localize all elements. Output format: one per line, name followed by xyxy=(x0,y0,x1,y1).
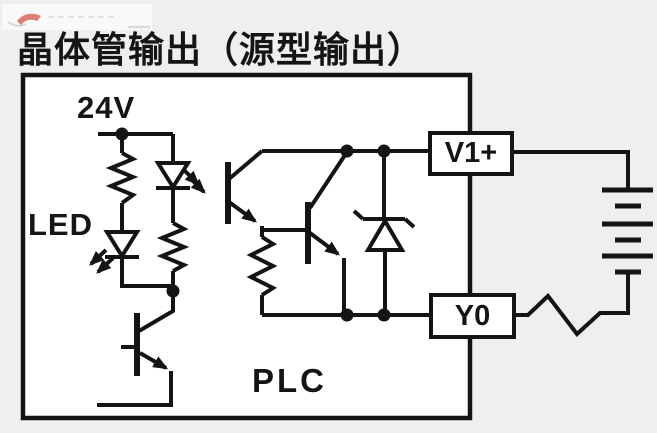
junction-dots xyxy=(115,127,391,322)
junction-dot xyxy=(340,308,354,322)
watermark-logo xyxy=(2,4,152,30)
zener-cathode-tail xyxy=(403,217,416,229)
junction-dot xyxy=(340,144,354,158)
battery xyxy=(602,187,653,275)
resistor-base xyxy=(246,235,278,297)
internal-common-wire xyxy=(97,371,173,407)
phototransistor xyxy=(225,149,264,224)
junction-dot xyxy=(377,144,391,158)
resistor-indicator xyxy=(105,151,139,205)
resistor-opto xyxy=(156,221,190,273)
led-emission-arrow xyxy=(89,248,108,266)
supply-voltage-label: 24V xyxy=(77,90,136,125)
terminal-v1plus-label: V1+ xyxy=(444,137,498,169)
plc-label: PLC xyxy=(252,362,327,399)
watermark-red-swoosh xyxy=(17,13,41,25)
internal-drive-transistor xyxy=(97,291,175,407)
zener-cathode-tail xyxy=(352,209,365,221)
terminal-y0: Y0 xyxy=(429,293,516,339)
diagram-title: 晶体管输出（源型输出） xyxy=(17,29,425,70)
opto-light-arrow xyxy=(188,176,206,194)
junction-dot xyxy=(115,127,129,141)
output-transistor xyxy=(305,150,349,315)
transistor-emitter-arrow xyxy=(139,351,169,370)
zener-diode xyxy=(352,151,416,315)
plc-enclosure-box xyxy=(20,72,473,421)
external-supply-wire xyxy=(514,150,630,190)
junction-dot xyxy=(166,284,180,298)
led-emission-arrow xyxy=(96,256,115,274)
transistor-emitter-arrow xyxy=(227,200,258,223)
junction-dot xyxy=(377,308,391,322)
load-resistor xyxy=(516,272,630,337)
optocoupler-led-diode xyxy=(154,161,192,191)
base-drive-network xyxy=(246,226,307,315)
optocoupler-led-branch xyxy=(154,134,206,291)
led-label: LED xyxy=(28,207,93,242)
indicator-led-branch xyxy=(89,134,173,288)
terminal-y0-label: Y0 xyxy=(454,299,491,332)
transistor-emitter-arrow xyxy=(308,231,340,256)
terminal-v1plus: V1+ xyxy=(428,131,514,176)
indicator-led-diode xyxy=(103,230,141,260)
